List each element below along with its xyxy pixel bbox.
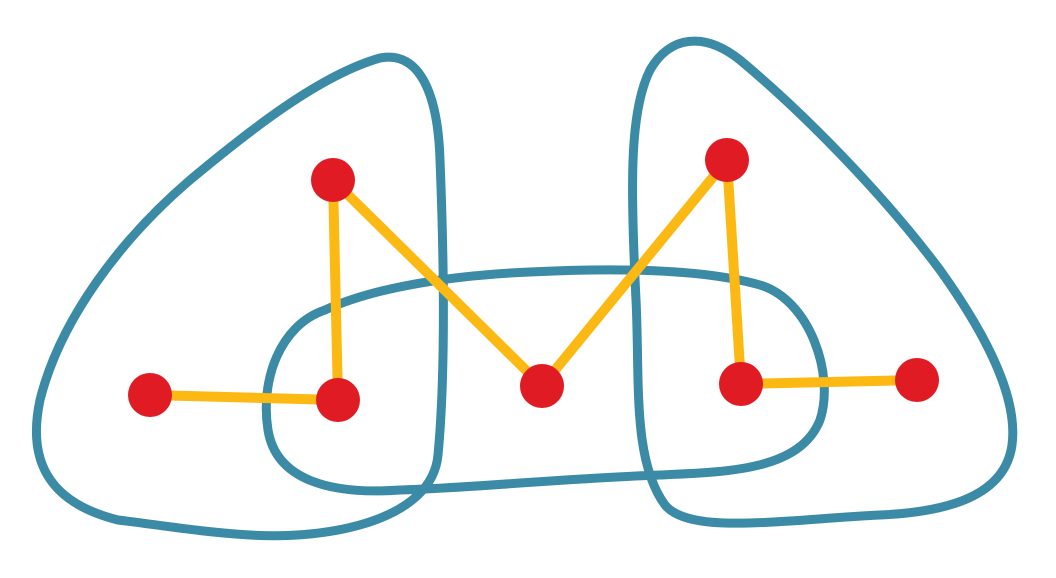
node-n7 <box>895 358 939 402</box>
middle-region-outline <box>261 265 829 496</box>
node-n3 <box>311 158 355 202</box>
node-n2 <box>316 378 360 422</box>
edge-n6-n7 <box>736 375 922 389</box>
edge-n4-n5 <box>537 155 732 391</box>
regions-layer <box>31 36 1018 541</box>
nodes-layer <box>128 138 939 422</box>
edge-n5-n6 <box>722 155 746 389</box>
node-n4 <box>520 364 564 408</box>
right-region-outline <box>628 36 1018 528</box>
node-n5 <box>705 138 749 182</box>
edge-n3-n4 <box>328 175 547 391</box>
left-region-outline <box>31 52 448 541</box>
node-n6 <box>719 362 763 406</box>
node-n1 <box>128 373 172 417</box>
edge-n1-n2 <box>145 390 343 405</box>
edges-layer <box>145 155 922 405</box>
edge-n2-n3 <box>328 175 343 405</box>
